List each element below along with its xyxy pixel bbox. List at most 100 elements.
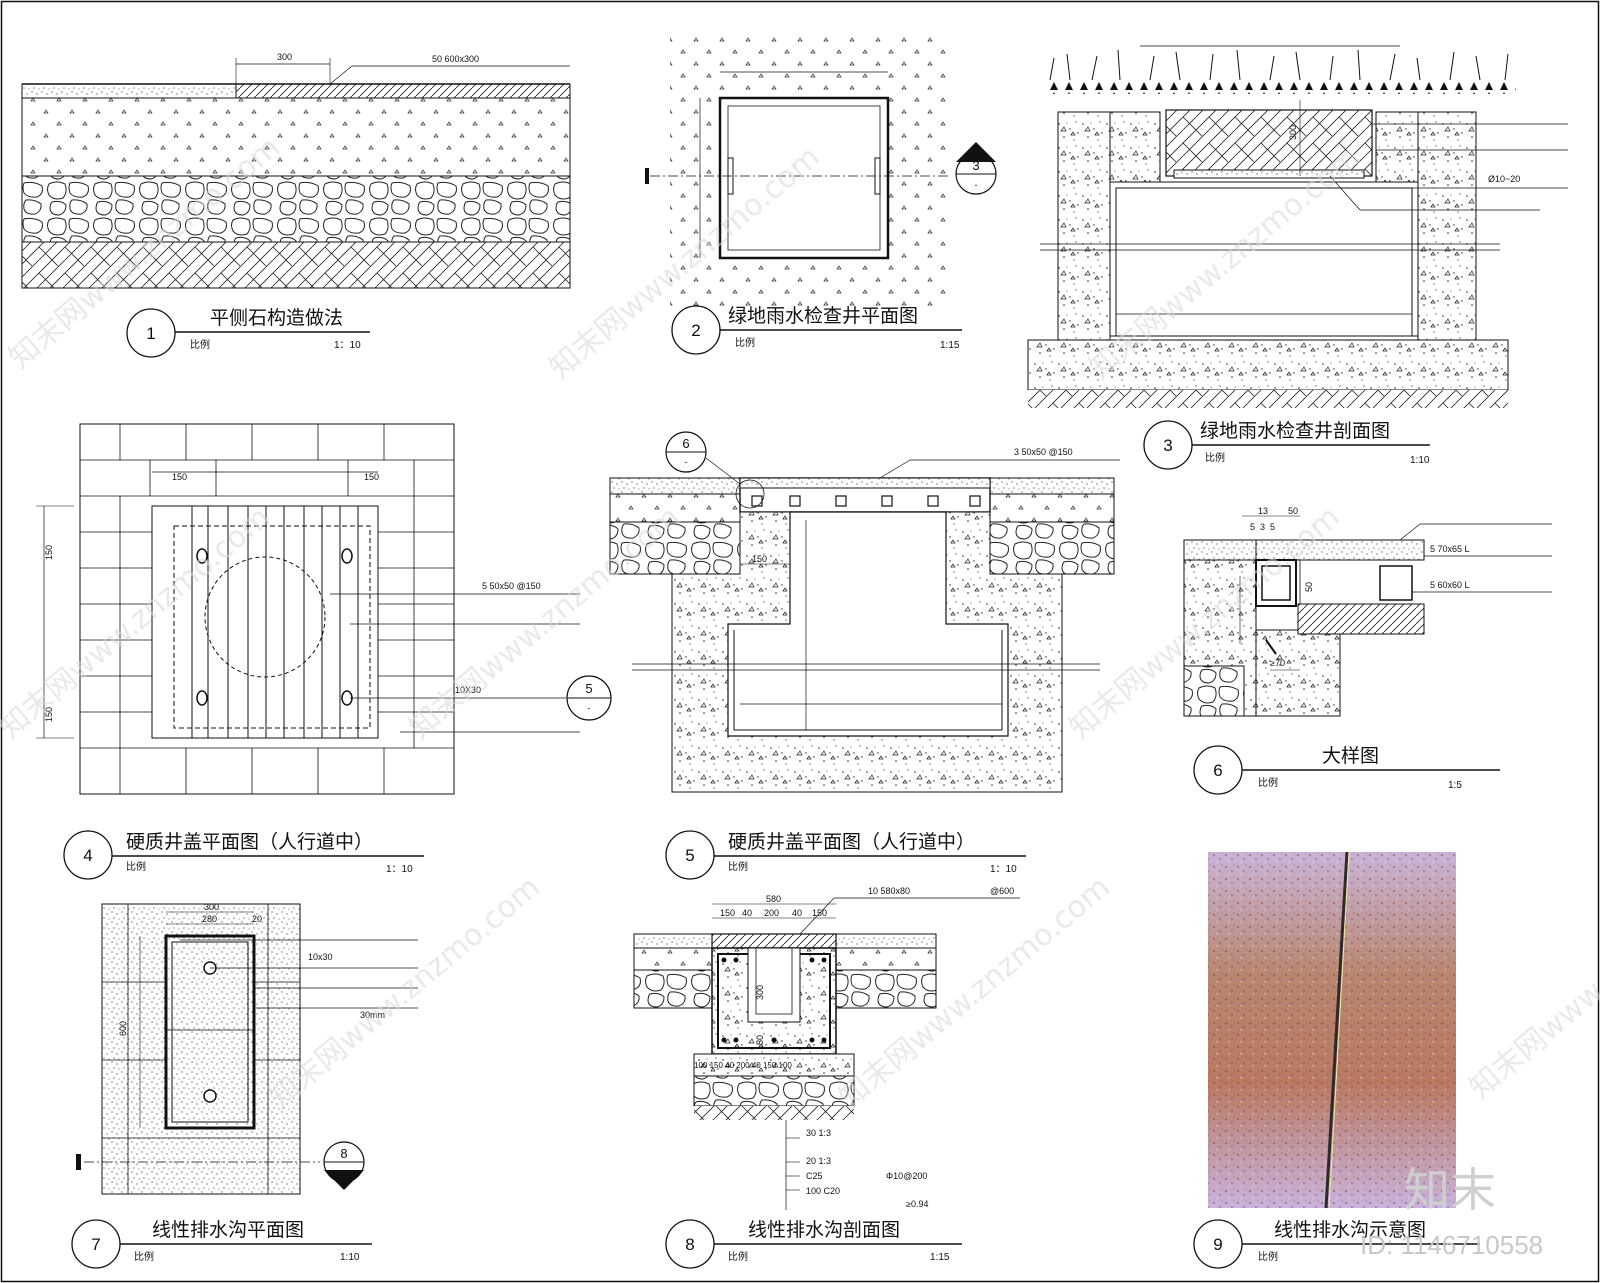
d1-soil-layer (21, 241, 571, 289)
d7-slot-spec: 10x30 (308, 952, 333, 962)
detail-title: 大样图 (1322, 745, 1379, 767)
d7-dim-600: 600 (118, 1021, 128, 1036)
d2-ref-number: 3 (972, 158, 979, 173)
scale-label: 比例 (1258, 776, 1278, 789)
detail-number-circle (665, 830, 715, 880)
d1-dim-300: 300 (277, 52, 292, 62)
d6-dim-5b: 5 (1270, 522, 1275, 532)
d5-ref-sub: - (685, 457, 688, 467)
d8-dim-200: 200 (764, 908, 779, 918)
detail-title: 平侧石构造做法 (210, 307, 343, 329)
detail-1-curb-section: 300 50 600x300 (21, 52, 571, 289)
d5-paving-right (989, 477, 1115, 495)
d8-channel-void (747, 947, 801, 1023)
d7-gap-spec: 30mm (360, 1010, 385, 1020)
detail-number: 1 (146, 324, 155, 343)
detail-2-title: 2 绿地雨水检查井平面图 比例 1:15 (671, 305, 962, 355)
d3-gravel-layer (1173, 169, 1365, 179)
scale-label: 比例 (728, 1250, 748, 1263)
detail-number-circle (126, 308, 176, 358)
d6-dim-min70: ≥70 (1270, 658, 1285, 668)
scale-label: 比例 (190, 338, 210, 351)
d6-cover-top (1255, 539, 1425, 561)
detail-8-title: 8 线性排水沟剖面图 比例 1:15 (665, 1219, 962, 1269)
detail-title: 线性排水沟平面图 (152, 1219, 304, 1241)
d2-ref-sub: - (975, 180, 978, 190)
detail-9-title: 9 线性排水沟示意图 比例 (1193, 1219, 1480, 1269)
d8-layer-4: 100 C20 (806, 1186, 840, 1196)
detail-6-enlarged: 13 50 5 3 5 5 70x65 L 5 60x60 L 50 ≥70 (1183, 506, 1552, 717)
d4-ref-number: 5 (585, 681, 592, 696)
scale-value: 1:10 (1410, 455, 1430, 466)
scale-value: 1：10 (334, 340, 361, 351)
drain-slot-line (1324, 851, 1349, 1209)
d8-layer-1: 30 1:3 (806, 1128, 831, 1138)
detail-title: 硬质井盖平面图（人行道中） (126, 831, 373, 853)
d4-lift-slots (196, 548, 353, 706)
d4-ref-sub: - (588, 703, 591, 713)
d3-gravel-note: Ø10~20 (1488, 174, 1520, 184)
detail-3-title: 3 绿地雨水检查井剖面图 比例 1:10 (1143, 420, 1430, 470)
scale-label: 比例 (735, 336, 755, 349)
scale-value: 1：10 (386, 864, 413, 875)
d8-dim-40b: 40 (792, 908, 802, 918)
d8-cover-spec: 10 580x80 (868, 886, 910, 896)
d3-grass-layer (1046, 80, 1516, 94)
d1-spec: 50 600x300 (432, 54, 479, 64)
scale-value: 1：10 (990, 864, 1017, 875)
d4-dim-side-top: 150 (44, 545, 54, 560)
detail-5-section: 150 3 50x50 @150 6 - (609, 431, 1120, 793)
d4-dim-side-bottom: 150 (44, 707, 54, 722)
d6-dim-50: 50 (1288, 506, 1298, 516)
detail-3-section: 300 Ø10~20 (1027, 45, 1568, 408)
d6-dim-13: 13 (1258, 506, 1268, 516)
detail-title: 线性排水沟示意图 (1274, 1219, 1426, 1241)
detail-9-photo (1208, 851, 1456, 1209)
detail-7-title: 7 线性排水沟平面图 比例 1:10 (71, 1219, 372, 1269)
scale-label: 比例 (1205, 451, 1225, 464)
d8-paving-left (633, 933, 713, 949)
d5-dim-150: 150 (752, 554, 767, 564)
scale-label: 比例 (126, 860, 146, 873)
d8-cover-spacing: @600 (990, 886, 1014, 896)
d4-grate-spec: 5 50x50 @150 (482, 581, 541, 591)
scale-value: 1:15 (930, 1252, 950, 1263)
d7-slot-bottom (203, 1089, 217, 1103)
d7-dim-20: 20 (252, 914, 262, 924)
detail-2-plan: 3 - (645, 36, 997, 306)
d8-dim-580: 580 (766, 894, 781, 904)
d5-ref-number: 6 (682, 436, 689, 451)
d3-base-slab (1027, 339, 1509, 391)
d8-dim-40a: 40 (742, 908, 752, 918)
detail-6-title: 6 大样图 比例 1:5 (1193, 745, 1500, 795)
detail-number: 2 (691, 321, 700, 340)
d5-grate-spec: 3 50x50 @150 (1014, 447, 1073, 457)
d6-dim-h50: 50 (1304, 582, 1314, 592)
detail-number: 4 (83, 846, 92, 865)
detail-1-title: 1 平侧石构造做法 比例 1：10 (126, 307, 370, 358)
d3-cover-basket (1165, 109, 1373, 177)
d5-grate-bars (751, 495, 981, 507)
d6-angle2: 5 60x60 L (1430, 580, 1470, 590)
d8-soil: ≥0.94 (906, 1199, 928, 1209)
d7-dim-300: 300 (204, 902, 219, 912)
d4-slot-spec: 10X30 (455, 685, 481, 695)
detail-number: 5 (685, 846, 694, 865)
d5-paving-left (609, 477, 741, 495)
d1-paver-slab (235, 83, 571, 99)
scale-label: 比例 (728, 860, 748, 873)
watermark-id: ID: 1146710558 (1360, 1230, 1543, 1260)
d7-dim-280: 280 (202, 914, 217, 924)
detail-number: 6 (1213, 761, 1222, 780)
detail-number: 9 (1213, 1235, 1222, 1254)
scale-label: 比例 (1258, 1250, 1278, 1263)
d8-dim-300: 300 (755, 985, 765, 1000)
d8-base-dims: 100 150 40 200 40 150 100 (694, 1061, 792, 1070)
scale-value: 1:5 (1448, 780, 1462, 791)
d2-well-cover (718, 96, 890, 260)
d4-dim-top-right: 150 (364, 472, 379, 482)
scale-label: 比例 (134, 1250, 154, 1263)
detail-8-section: 580 150 40 200 40 150 10 580x80 @600 300… (633, 886, 1020, 1210)
d8-paving-right (835, 933, 937, 949)
